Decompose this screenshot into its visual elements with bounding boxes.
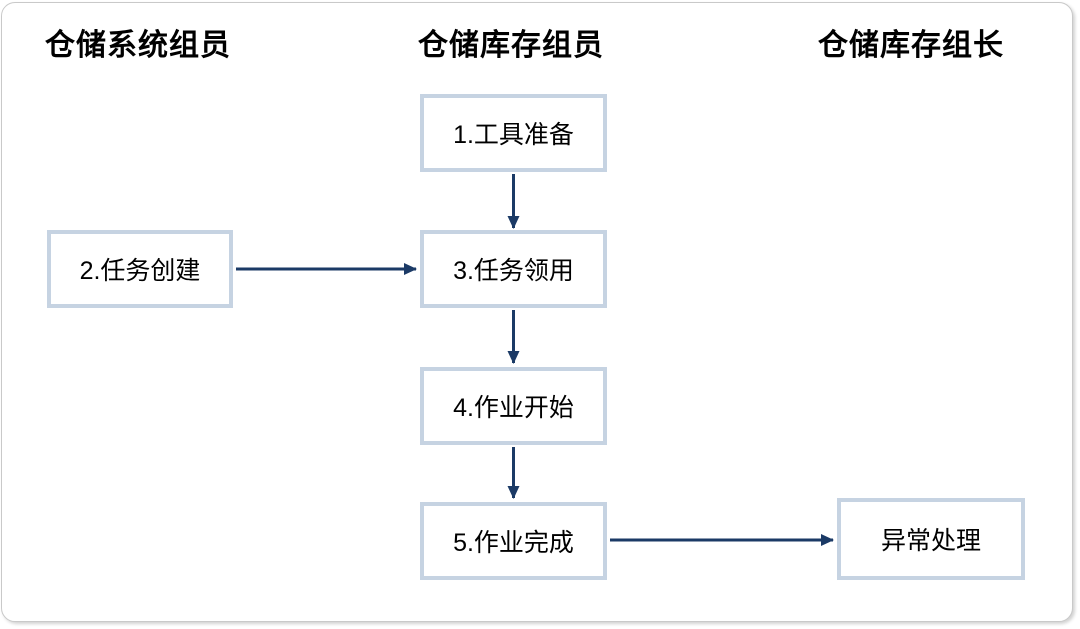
lane-title-warehouse-inventory-leader: 仓储库存组长 (818, 29, 1004, 62)
lane-title-warehouse-inventory-member: 仓储库存组员 (418, 29, 604, 62)
flow-node-task-claim: 3.任务领用 (420, 230, 607, 308)
flow-node-work-complete: 5.作业完成 (420, 502, 607, 580)
flow-node-tool-preparation: 1.工具准备 (420, 94, 607, 172)
flow-node-task-creation: 2.任务创建 (47, 230, 233, 308)
lane-title-warehouse-system-member: 仓储系统组员 (45, 29, 231, 62)
flow-node-exception-handling: 异常处理 (837, 498, 1025, 580)
flow-node-work-start: 4.作业开始 (420, 367, 607, 445)
